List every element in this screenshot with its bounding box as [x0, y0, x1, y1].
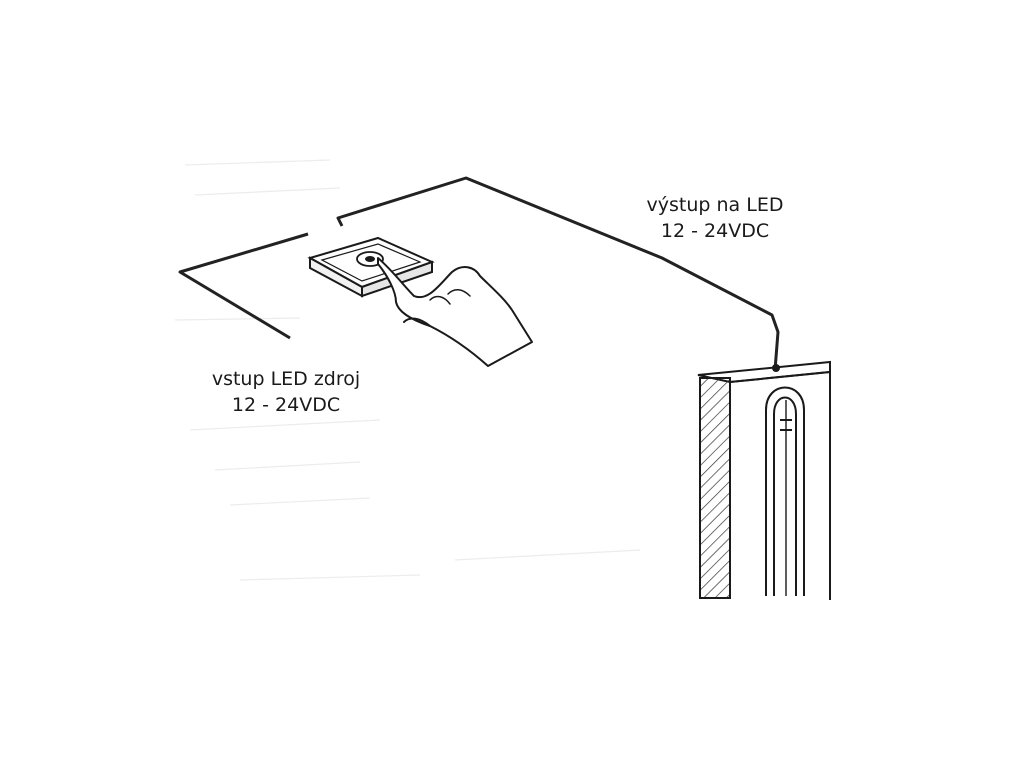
door-frame [697, 360, 831, 600]
hand-icon [377, 257, 533, 367]
background-sketch [174, 159, 641, 581]
output-label-line1: výstup na LED [646, 194, 784, 216]
led-profile [765, 386, 805, 596]
input-label-line1: vstup LED zdroj [211, 368, 361, 390]
wire-shadow [599, 231, 665, 259]
input-label-line2: 12 - 24VDC [231, 394, 341, 416]
input-wire [178, 232, 309, 340]
connector-point [772, 364, 780, 372]
output-label-line2: 12 - 24VDC [660, 220, 770, 242]
touch-switch [307, 236, 435, 298]
input-label: vstup LED zdroj 12 - 24VDC [188, 366, 384, 418]
output-wire [336, 176, 780, 371]
output-label: výstup na LED 12 - 24VDC [620, 192, 810, 244]
